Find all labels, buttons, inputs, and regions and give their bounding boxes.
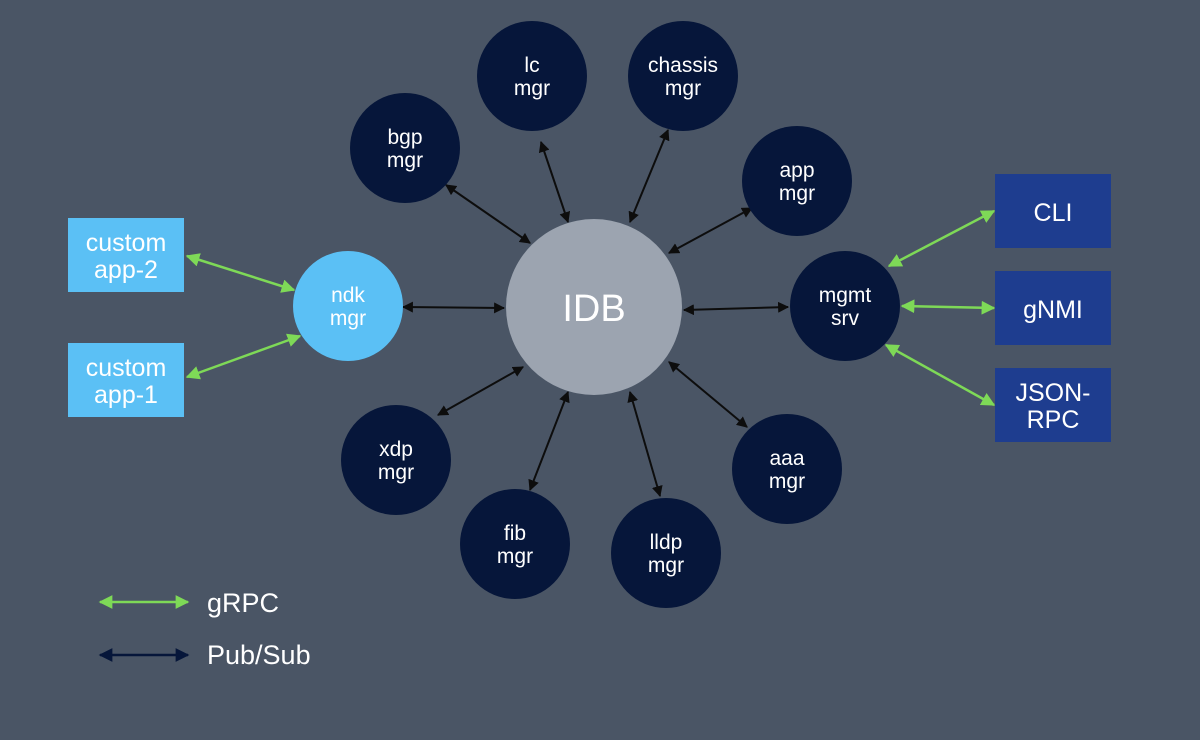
mgmt-srv-line1: mgmt xyxy=(819,284,872,307)
connector-idb-mgmt-srv xyxy=(682,301,790,316)
aaa-mgr-line2: mgr xyxy=(769,470,805,493)
connector-idb-lldp-mgr xyxy=(627,390,663,498)
connector-idb-xdp-mgr xyxy=(437,366,524,416)
ndk-mgr-node: ndk mgr xyxy=(293,251,403,361)
cli-box: CLI xyxy=(995,174,1111,248)
aaa-mgr-line1: aaa xyxy=(769,447,804,470)
chassis-mgr-line1: chassis xyxy=(648,54,718,77)
json-rpc-line1: JSON- xyxy=(1016,379,1091,407)
legend-grpc-label: gRPC xyxy=(207,588,279,618)
xdp-mgr-line1: xdp xyxy=(379,438,413,461)
gnmi-label: gNMI xyxy=(1023,296,1083,324)
fib-mgr-line2: mgr xyxy=(497,545,533,568)
connector-idb-fib-mgr xyxy=(528,390,570,492)
grpc-connectors xyxy=(185,209,996,407)
idb-node: IDB xyxy=(506,219,682,395)
aaa-mgr-node: aaa mgr xyxy=(732,414,842,524)
custom-app-1-line1: custom xyxy=(86,354,167,382)
app-mgr-node: app mgr xyxy=(742,126,852,236)
legend: gRPC Pub/Sub xyxy=(98,588,311,670)
pubsub-connectors xyxy=(401,128,790,498)
lc-mgr-node: lc mgr xyxy=(477,21,587,131)
chassis-mgr-line2: mgr xyxy=(665,77,701,100)
xdp-mgr-node: xdp mgr xyxy=(341,405,451,515)
connector-idb-bgp-mgr xyxy=(445,184,531,244)
cli-label: CLI xyxy=(1034,199,1073,227)
json-rpc-line2: RPC xyxy=(1027,406,1080,434)
connector-idb-ndk-mgr xyxy=(401,301,506,314)
custom-app-1-line2: app-1 xyxy=(94,381,158,409)
idb-label: IDB xyxy=(562,288,625,330)
lldp-mgr-node: lldp mgr xyxy=(611,498,721,608)
fib-mgr-line1: fib xyxy=(504,522,526,545)
connector-idb-aaa-mgr xyxy=(668,361,748,428)
custom-app-2-line1: custom xyxy=(86,229,167,257)
custom-app-1-box: custom app-1 xyxy=(68,343,184,417)
connector-mgmt-json-rpc xyxy=(884,343,996,407)
connector-idb-lc-mgr xyxy=(538,140,571,224)
lldp-mgr-line2: mgr xyxy=(648,554,684,577)
ndk-mgr-line1: ndk xyxy=(331,284,365,307)
fib-mgr-node: fib mgr xyxy=(460,489,570,599)
bgp-mgr-line1: bgp xyxy=(387,126,422,149)
app-mgr-line1: app xyxy=(779,159,814,182)
connector-custom-app-1-ndk xyxy=(185,333,302,380)
custom-app-2-line2: app-2 xyxy=(94,256,158,284)
mgmt-srv-line2: srv xyxy=(831,307,859,330)
bgp-mgr-node: bgp mgr xyxy=(350,93,460,203)
bgp-mgr-line2: mgr xyxy=(387,149,423,172)
gnmi-box: gNMI xyxy=(995,271,1111,345)
ndk-mgr-line2: mgr xyxy=(330,307,366,330)
lc-mgr-line1: lc xyxy=(524,54,539,77)
connector-mgmt-cli xyxy=(887,209,996,268)
mgmt-srv-node: mgmt srv xyxy=(790,251,900,361)
connector-idb-chassis-mgr xyxy=(628,128,670,224)
connector-idb-app-mgr xyxy=(668,207,753,254)
chassis-mgr-node: chassis mgr xyxy=(628,21,738,131)
lldp-mgr-line1: lldp xyxy=(650,531,683,554)
connector-mgmt-gnmi xyxy=(900,299,996,315)
connector-custom-app-2-ndk xyxy=(185,253,296,293)
xdp-mgr-line2: mgr xyxy=(378,461,414,484)
json-rpc-box: JSON- RPC xyxy=(995,368,1111,442)
lc-mgr-line2: mgr xyxy=(514,77,550,100)
custom-app-2-box: custom app-2 xyxy=(68,218,184,292)
app-mgr-line2: mgr xyxy=(779,182,815,205)
legend-pubsub-label: Pub/Sub xyxy=(207,640,311,670)
